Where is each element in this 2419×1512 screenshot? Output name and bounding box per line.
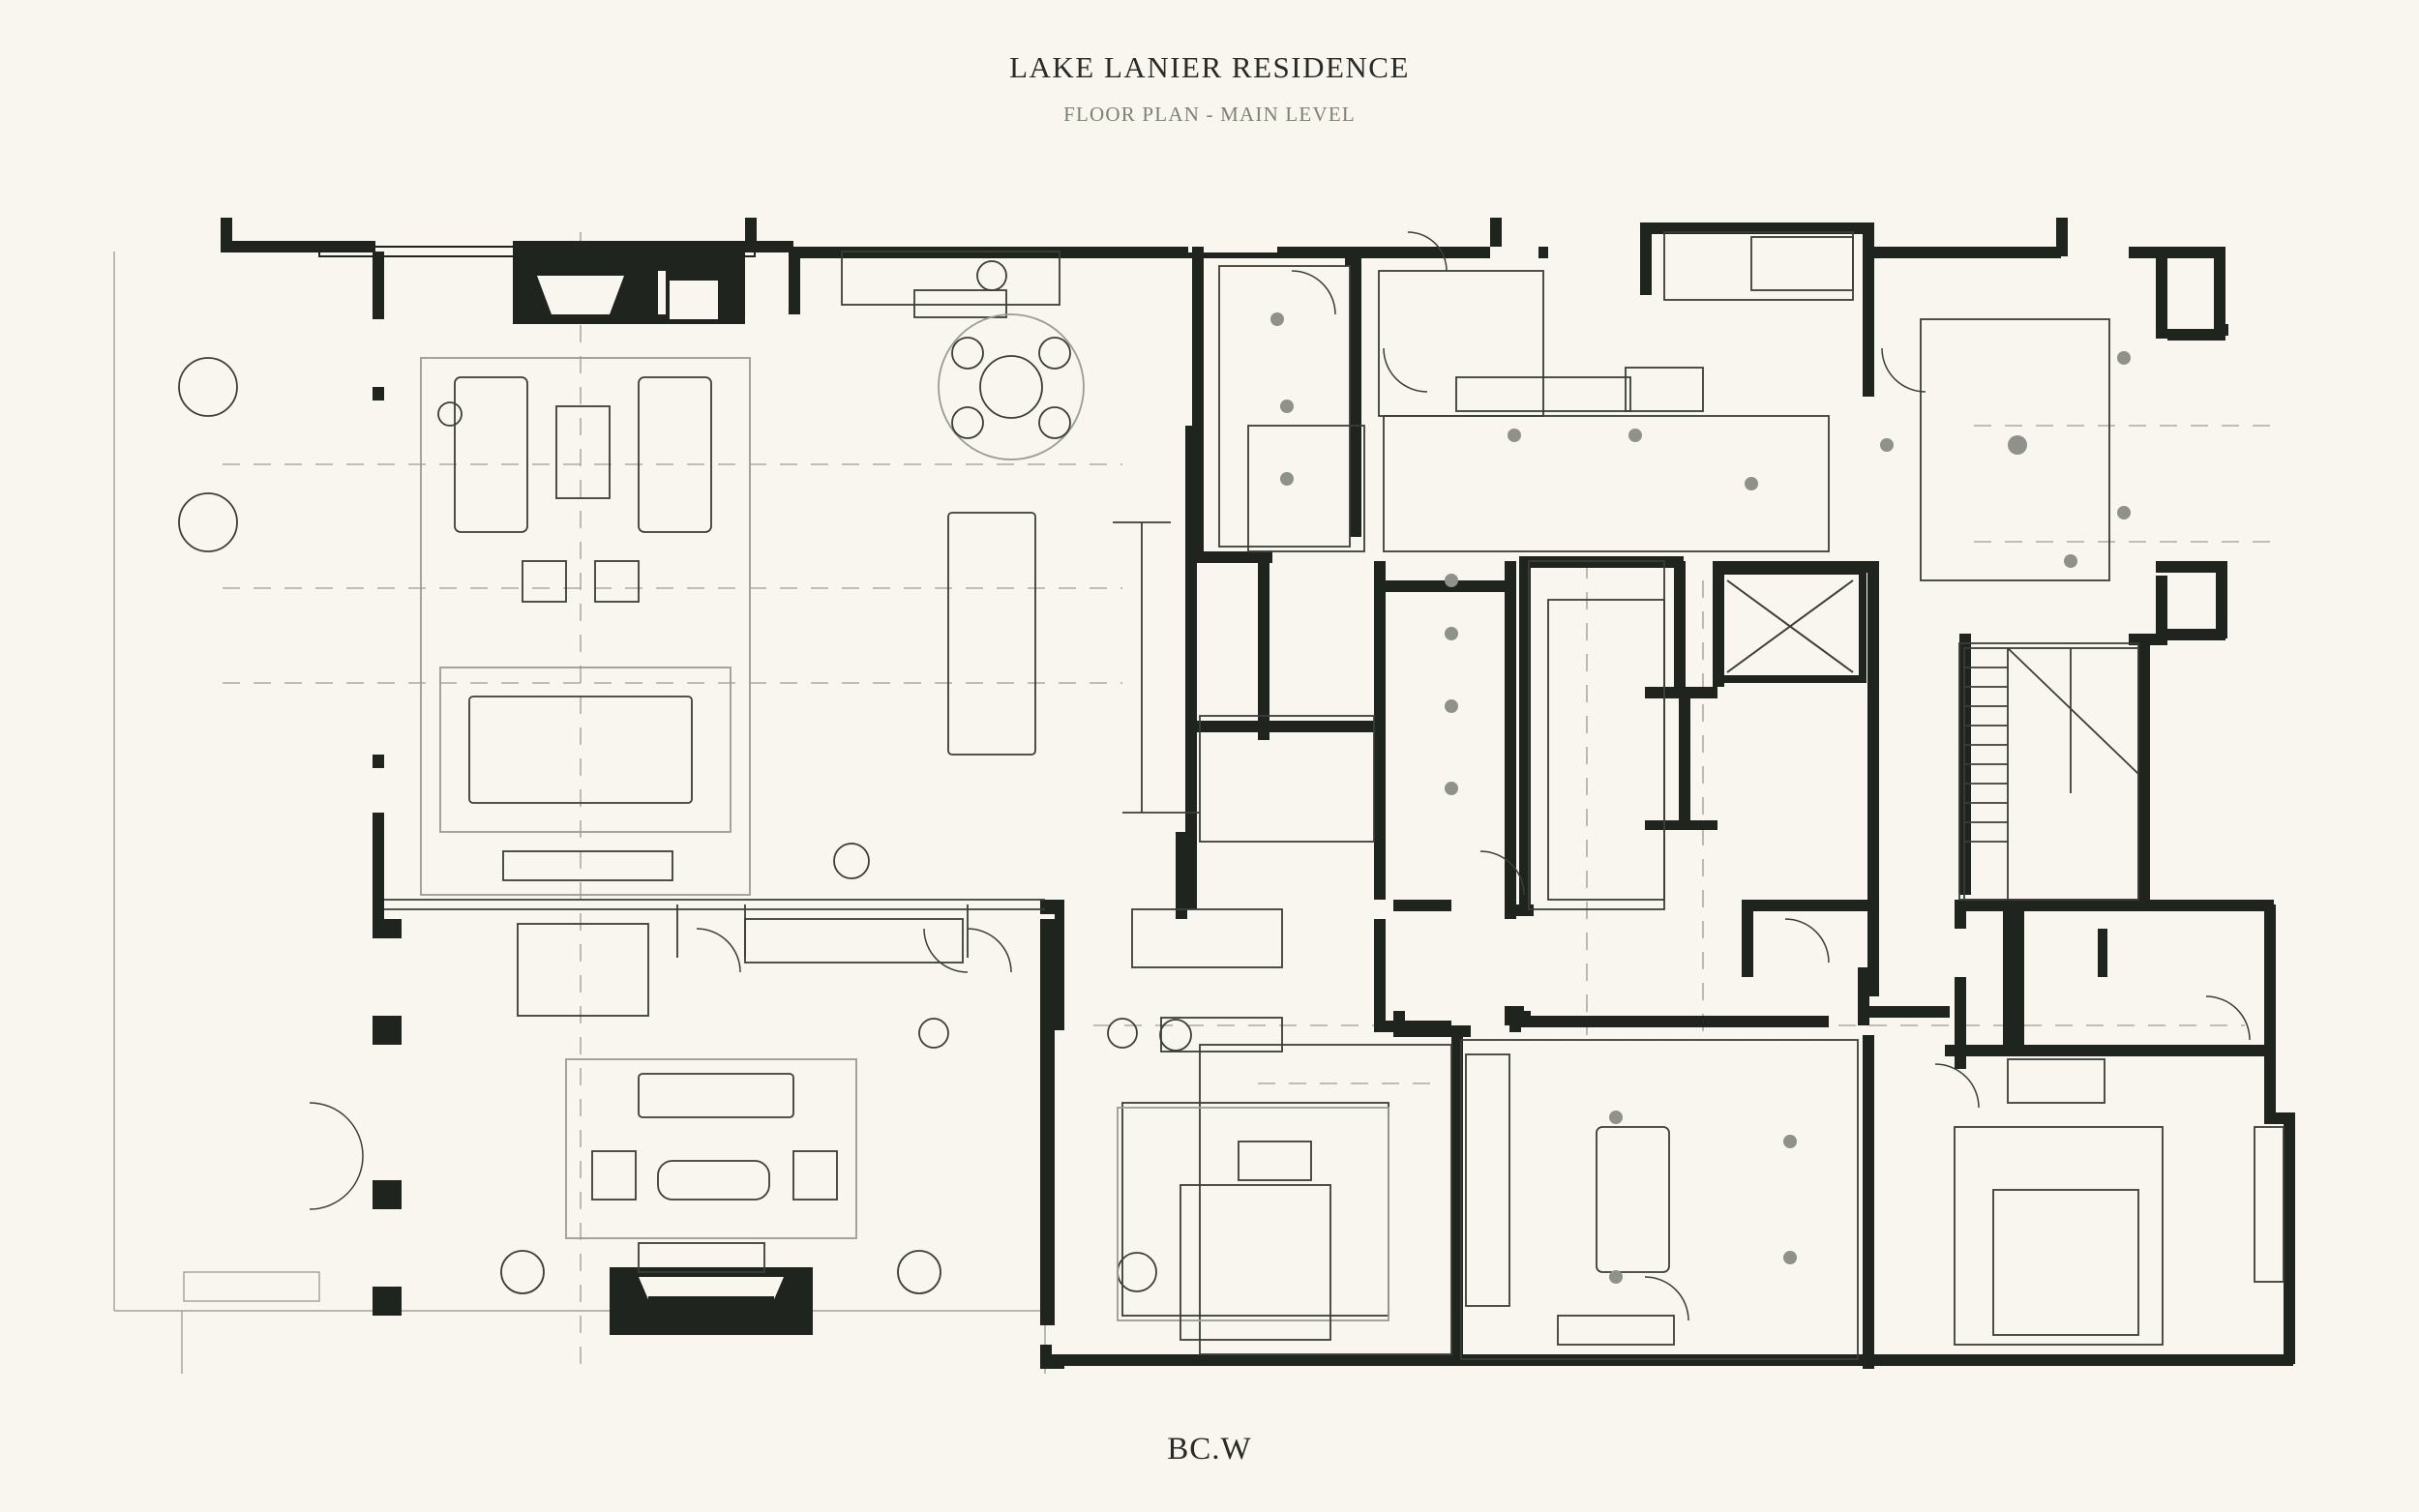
stairs [1963,647,2139,901]
interior-lines [384,231,2164,1360]
drawing-title: LAKE LANIER RESIDENCE [1009,50,1410,84]
bedroom-furniture [1117,908,2285,1346]
walls [221,218,2295,1369]
firm-logo: BC.W [1167,1432,1252,1467]
elevator [1726,579,1854,673]
door-swings [309,231,2251,1321]
drawing-subtitle: FLOOR PLAN - MAIN LEVEL [1063,103,1356,126]
dining-furniture [178,260,1192,1294]
fixtures [1270,312,2131,1284]
exterior-deck [113,252,1055,1374]
living-room-furniture [420,357,1036,1273]
